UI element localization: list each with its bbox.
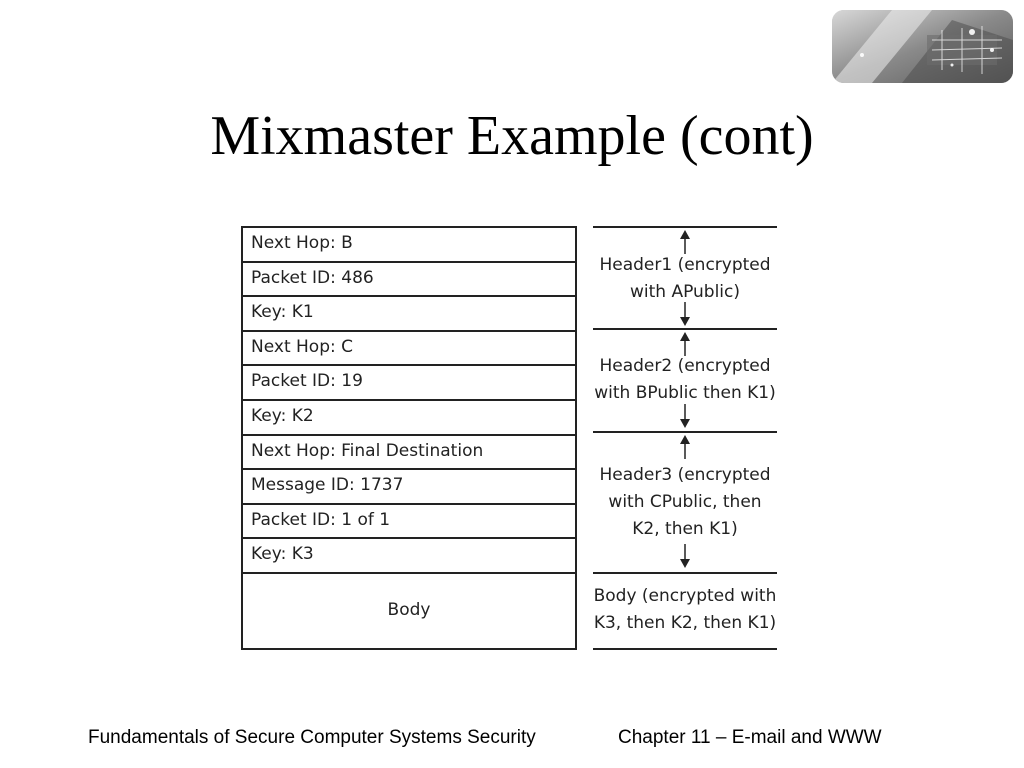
section-divider <box>593 431 777 433</box>
arrow-down-icon <box>680 544 690 568</box>
packet-row-next-hop-c: Next Hop: C <box>243 329 575 365</box>
header2-label: Header2 (encrypted with BPublic then K1) <box>594 356 776 403</box>
section-divider <box>593 226 777 228</box>
footer-course-title: Fundamentals of Secure Computer Systems … <box>88 727 536 748</box>
header3-label: Header3 (encrypted with CPublic, then K2… <box>599 465 771 539</box>
packet-row-packet-id-486: Packet ID: 486 <box>243 260 575 296</box>
body-encryption-label: Body (encrypted with K3, then K2, then K… <box>593 586 777 633</box>
slide-title: Mixmaster Example (cont) <box>210 105 814 167</box>
arrow-down-icon <box>680 404 690 428</box>
footer-chapter-title: Chapter 11 – E-mail and WWW <box>618 727 882 748</box>
header1-label: Header1 (encrypted with APublic) <box>599 255 771 302</box>
packet-structure-table: Next Hop: B Packet ID: 486 Key: K1 Next … <box>241 226 577 650</box>
packet-row-key-k1: Key: K1 <box>243 295 575 330</box>
arrow-down-icon <box>680 302 690 326</box>
arrow-up-icon <box>680 332 690 356</box>
packet-row-message-id: Message ID: 1737 <box>243 468 575 503</box>
packet-row-packet-id-1-of-1: Packet ID: 1 of 1 <box>243 502 575 538</box>
packet-row-key-k2: Key: K2 <box>243 398 575 434</box>
packet-row-next-hop-b: Next Hop: B <box>243 226 575 261</box>
encryption-annotations: Header1 (encrypted with APublic) Header2… <box>587 226 783 650</box>
section-divider <box>593 572 777 574</box>
packet-row-body: Body <box>243 571 575 648</box>
section-divider <box>593 328 777 330</box>
packet-row-packet-id-19: Packet ID: 19 <box>243 364 575 399</box>
arrow-up-icon <box>680 435 690 459</box>
packet-row-key-k3: Key: K3 <box>243 537 575 572</box>
arrow-up-icon <box>680 230 690 254</box>
packet-row-next-hop-final: Next Hop: Final Destination <box>243 433 575 469</box>
decorative-photo-logo-icon <box>832 10 1013 83</box>
section-divider <box>593 648 777 650</box>
